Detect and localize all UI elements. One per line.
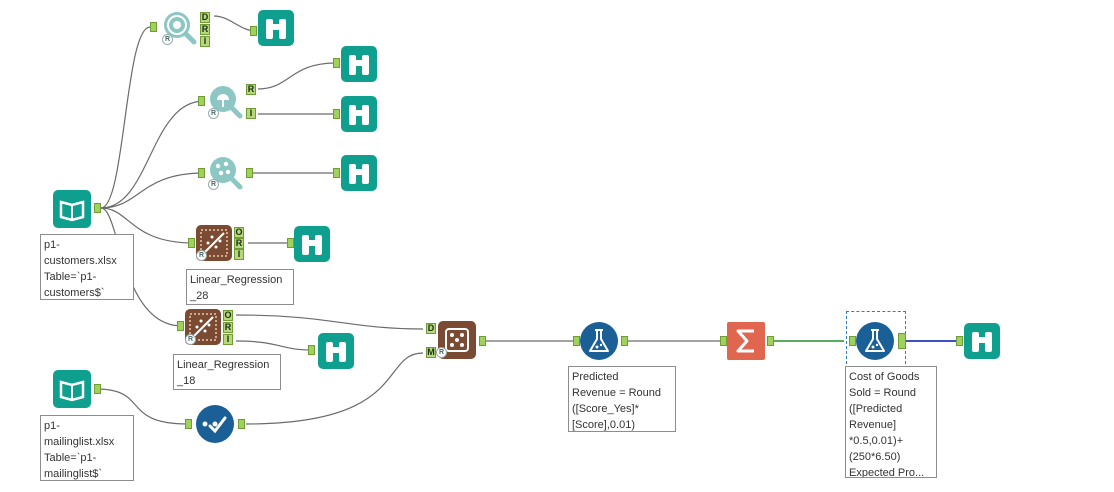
- binoculars-icon: [349, 164, 369, 184]
- predictive-tool-1[interactable]: R: [160, 8, 198, 46]
- linear-regression-tool-18[interactable]: R: [185, 309, 221, 345]
- output-anchor[interactable]: [767, 336, 774, 346]
- check-union-icon: [202, 416, 227, 434]
- tool-annotation: Predicted Revenue = Round ([Score_Yes]* …: [568, 366, 676, 432]
- connection: [235, 340, 312, 351]
- predictive-tool-2[interactable]: R: [206, 82, 244, 120]
- output-anchor-i[interactable]: I: [223, 334, 233, 345]
- output-anchor[interactable]: [238, 419, 245, 429]
- book-icon: [59, 200, 85, 222]
- r-badge-icon: R: [185, 334, 196, 345]
- r-badge-icon: R: [196, 250, 207, 261]
- input-data-tool-customers[interactable]: [53, 190, 91, 228]
- flask-icon: [865, 329, 885, 352]
- output-anchor[interactable]: [94, 203, 101, 213]
- binoculars-icon: [349, 55, 369, 75]
- output-anchor-r[interactable]: R: [234, 238, 244, 249]
- output-anchor-i[interactable]: I: [246, 108, 256, 119]
- connection: [95, 388, 189, 425]
- browse-tool[interactable]: [341, 46, 377, 82]
- browse-tool[interactable]: [294, 226, 330, 262]
- input-anchor[interactable]: [720, 336, 727, 346]
- output-anchor-i[interactable]: I: [200, 36, 210, 47]
- browse-tool[interactable]: [341, 96, 377, 132]
- input-anchor-d[interactable]: D: [426, 323, 436, 334]
- output-anchor[interactable]: [621, 336, 628, 346]
- r-badge-icon: R: [208, 179, 219, 190]
- connection: [100, 172, 205, 209]
- tool-annotation: Linear_Regression _18: [173, 354, 281, 390]
- input-anchor[interactable]: [198, 96, 205, 106]
- browse-tool[interactable]: [341, 155, 377, 191]
- flask-icon: [589, 329, 609, 352]
- input-anchor[interactable]: [287, 238, 294, 248]
- connection: [245, 352, 424, 425]
- output-anchor-r[interactable]: R: [246, 84, 256, 95]
- input-anchor[interactable]: [849, 336, 856, 346]
- binoculars-icon: [266, 19, 286, 39]
- input-anchor[interactable]: [185, 419, 192, 429]
- tool-annotation: Linear_Regression _28: [186, 269, 294, 305]
- input-anchor[interactable]: [188, 238, 195, 248]
- input-anchor[interactable]: [198, 168, 205, 178]
- sigma-icon: [736, 329, 754, 353]
- input-anchor[interactable]: [333, 109, 340, 119]
- input-anchor[interactable]: [150, 22, 157, 32]
- input-anchor[interactable]: [308, 345, 315, 355]
- browse-tool-output[interactable]: [964, 323, 1000, 359]
- output-anchor-d[interactable]: D: [200, 12, 210, 23]
- connection: [100, 100, 205, 209]
- tool-annotation: p1- customers.xlsx Table=`p1- customers$…: [40, 234, 134, 300]
- input-anchor[interactable]: [333, 168, 340, 178]
- output-anchor[interactable]: [479, 336, 486, 346]
- binoculars-icon: [349, 105, 369, 125]
- tool-annotation: Cost of Goods Sold = Round ([Predicted R…: [845, 366, 937, 478]
- formula-tool-predicted-revenue[interactable]: [580, 322, 618, 360]
- input-data-tool-mailinglist[interactable]: [53, 370, 91, 408]
- connection: [100, 26, 151, 209]
- output-anchor[interactable]: [246, 168, 253, 178]
- output-anchor-o[interactable]: O: [223, 310, 233, 321]
- output-anchor[interactable]: [94, 384, 101, 394]
- connection: [257, 62, 337, 90]
- score-tool[interactable]: R: [436, 321, 476, 359]
- binoculars-icon: [972, 332, 992, 352]
- formula-tool-cost-of-goods[interactable]: [856, 322, 894, 360]
- connection: [235, 314, 424, 330]
- score-dice-icon: [445, 328, 469, 352]
- input-anchor[interactable]: [956, 336, 963, 346]
- input-anchor[interactable]: [177, 321, 184, 331]
- input-anchor[interactable]: [573, 336, 580, 346]
- output-anchor-i[interactable]: I: [234, 249, 244, 260]
- output-anchor[interactable]: [898, 333, 906, 349]
- connection: [100, 207, 195, 244]
- r-badge-icon: R: [208, 108, 219, 119]
- radar-magnify-icon: [164, 12, 197, 45]
- binoculars-icon: [326, 342, 346, 362]
- scatter-trend-icon: [200, 229, 228, 257]
- dots-magnify-icon: [210, 157, 243, 190]
- browse-tool[interactable]: [258, 10, 294, 46]
- output-anchor-o[interactable]: O: [234, 227, 244, 238]
- linear-regression-tool-28[interactable]: R: [196, 225, 232, 261]
- drop-umbrella-icon: [210, 86, 243, 119]
- book-icon: [59, 380, 85, 402]
- predictive-tool-3[interactable]: R: [206, 153, 244, 191]
- output-anchor-r[interactable]: R: [200, 24, 210, 35]
- union-tool[interactable]: [196, 405, 234, 443]
- browse-tool[interactable]: [318, 333, 354, 369]
- input-anchor[interactable]: [333, 58, 340, 68]
- tool-annotation: p1- mailinglist.xlsx Table=`p1- mailingl…: [40, 415, 134, 481]
- input-anchor[interactable]: [250, 26, 257, 36]
- scatter-trend-icon: [189, 313, 217, 341]
- r-badge-icon: R: [436, 347, 447, 358]
- binoculars-icon: [302, 235, 322, 255]
- input-anchor-m[interactable]: M: [426, 347, 436, 358]
- output-anchor-r[interactable]: R: [223, 322, 233, 333]
- r-badge-icon: R: [162, 34, 173, 45]
- summarize-tool[interactable]: [727, 322, 765, 360]
